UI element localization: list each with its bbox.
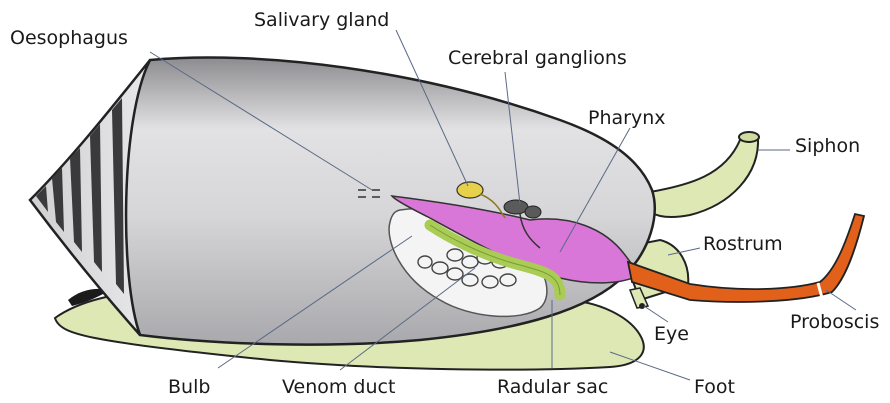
shell <box>125 58 654 345</box>
label-eye: Eye <box>654 323 689 345</box>
siphon <box>650 137 758 217</box>
salivary-gland <box>457 182 483 198</box>
label-bulb: Bulb <box>168 376 210 398</box>
label-salivary-gland: Salivary gland <box>254 9 389 31</box>
siphon-opening <box>739 132 759 142</box>
label-oesophagus: Oesophagus <box>10 27 128 49</box>
label-radular-sac: Radular sac <box>497 376 608 398</box>
label-proboscis: Proboscis <box>790 311 879 333</box>
label-foot: Foot <box>694 376 735 398</box>
label-venom-duct: Venom duct <box>282 376 395 398</box>
label-siphon: Siphon <box>795 135 860 157</box>
label-cerebral-ganglions: Cerebral ganglions <box>448 47 627 69</box>
label-rostrum: Rostrum <box>703 233 783 255</box>
label-pharynx: Pharynx <box>588 107 665 129</box>
